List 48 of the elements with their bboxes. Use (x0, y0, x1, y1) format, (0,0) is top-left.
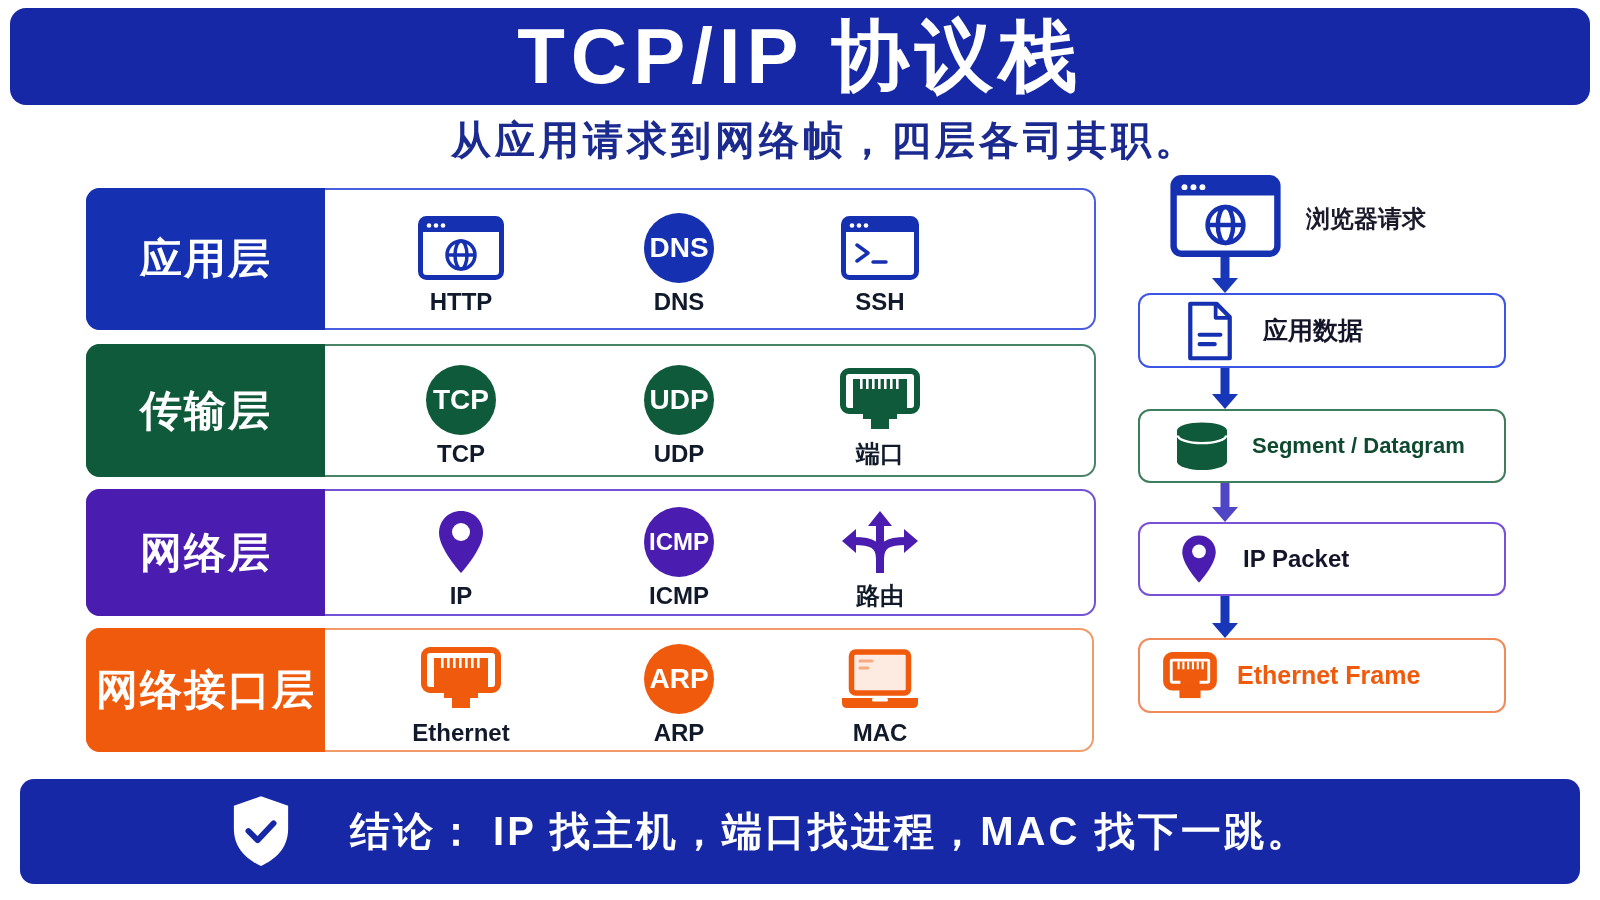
arrow (1212, 483, 1238, 522)
process-box (1138, 638, 1506, 713)
item-caption: TCP (437, 439, 485, 468)
arrow (1212, 257, 1238, 293)
conclusion-text: 结论： IP 找主机，端口找进程，MAC 找下一跳。 (350, 808, 1310, 855)
network-port-icon (840, 367, 920, 432)
layer-band (86, 489, 1096, 616)
item-caption: SSH (855, 288, 905, 316)
item-caption: DNS (653, 288, 705, 316)
protocol-circle: ARP (644, 644, 714, 714)
layer-band (86, 344, 1096, 477)
process-box (1138, 293, 1506, 368)
box-label: IP Packet (1243, 544, 1350, 574)
layer-band (86, 628, 1094, 752)
arrow (1212, 596, 1238, 638)
layer-heading: 传输层 (86, 344, 325, 477)
item-caption: ARP (653, 719, 705, 747)
title-banner: TCP/IP 协议栈 (10, 8, 1590, 105)
laptop-icon (842, 649, 918, 709)
protocol-circle: TCP (426, 364, 496, 435)
arrow (1212, 368, 1238, 409)
item-caption: 路由 (856, 581, 904, 610)
browser-window-icon (418, 216, 504, 280)
layer-heading: 网络接口层 (86, 628, 325, 752)
browser-window-icon (1170, 175, 1281, 257)
layer-heading: 网络层 (86, 489, 325, 616)
box-label: Ethernet Frame (1237, 659, 1421, 691)
process-box (1138, 409, 1506, 483)
subtitle: 从应用请求到网络帧，四层各司其职。 (451, 117, 1199, 164)
item-caption: 端口 (856, 439, 904, 468)
process-box (1138, 522, 1506, 596)
item-caption: IP (449, 581, 473, 610)
protocol-circle: DNS (644, 213, 714, 283)
box-label: Segment / Datagram (1252, 432, 1465, 460)
network-port-icon (421, 647, 501, 711)
box-label: 应用数据 (1263, 314, 1363, 346)
item-caption: Ethernet (412, 719, 510, 747)
layer-heading: 应用层 (86, 188, 325, 330)
location-pin-icon (436, 508, 486, 575)
protocol-circle: UDP (644, 364, 714, 435)
item-caption: UDP (653, 439, 705, 468)
node-caption: 浏览器请求 (1306, 204, 1426, 234)
item-caption: MAC (852, 719, 908, 747)
item-caption: HTTP (429, 288, 493, 316)
terminal-window-icon (841, 216, 919, 280)
layer-band (86, 188, 1096, 330)
item-caption: ICMP (649, 581, 709, 610)
protocol-circle: ICMP (644, 506, 714, 577)
